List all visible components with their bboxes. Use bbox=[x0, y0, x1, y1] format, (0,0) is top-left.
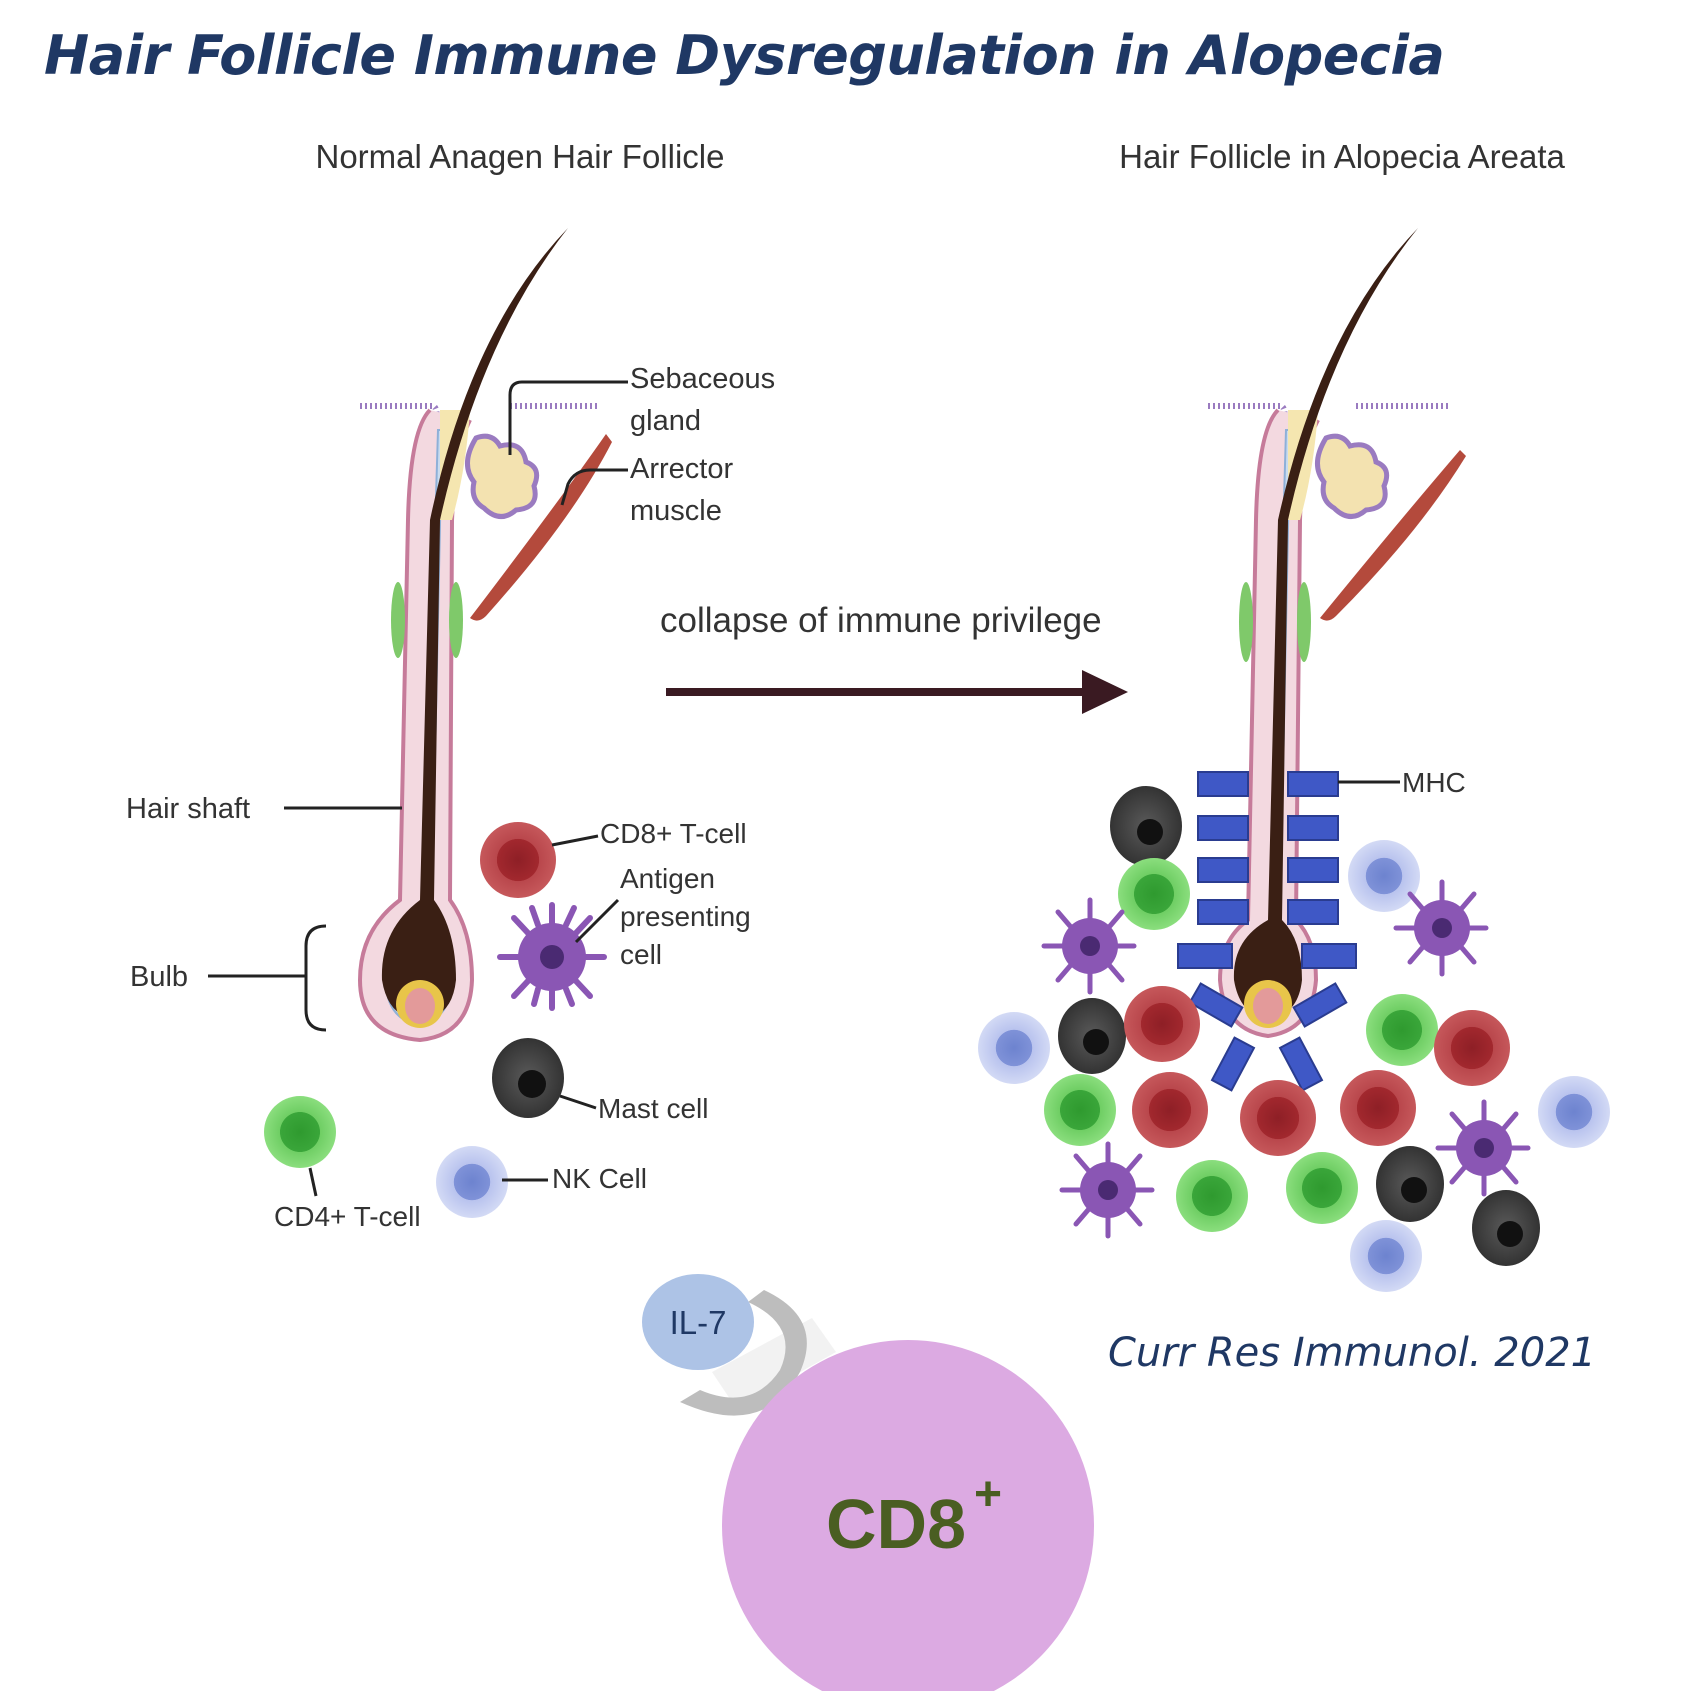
nk-cell-icon bbox=[436, 1146, 508, 1218]
il7-cd8-graphic: IL-7 CD8 + bbox=[642, 1274, 1094, 1691]
cell-legend: CD8+ T-cell Antigen presenting cell Mast… bbox=[264, 818, 751, 1232]
right-panel-title: Hair Follicle in Alopecia Areata bbox=[1119, 138, 1565, 175]
arrector-label-1: Arrector bbox=[630, 453, 733, 485]
alopecia-hair-follicle bbox=[1208, 228, 1466, 1039]
nk-cell-label: NK Cell bbox=[552, 1163, 647, 1194]
apc-label-2: presenting bbox=[620, 901, 751, 932]
il7-ligand-icon bbox=[642, 1274, 754, 1370]
sebaceous-label-2: gland bbox=[630, 405, 701, 437]
cd8-label: CD8 bbox=[826, 1485, 966, 1563]
cd8-tcell-label: CD8+ T-cell bbox=[600, 818, 747, 849]
hair-shaft-label: Hair shaft bbox=[126, 793, 250, 825]
cd8-tcell-icon bbox=[480, 822, 556, 898]
arrector-label-2: muscle bbox=[630, 495, 722, 527]
bulb-label: Bulb bbox=[130, 961, 188, 993]
figure-title: Hair Follicle Immune Dysregulation in Al… bbox=[44, 24, 1445, 87]
cd8-superscript: + bbox=[974, 1468, 1002, 1521]
apc-label-3: cell bbox=[620, 939, 662, 970]
cd4-tcell-label: CD4+ T-cell bbox=[274, 1201, 421, 1232]
cd4-tcell-icon bbox=[264, 1096, 336, 1168]
sebaceous-label-1: Sebaceous bbox=[630, 363, 775, 395]
immune-infiltrate bbox=[978, 786, 1610, 1292]
apc-label-1: Antigen bbox=[620, 863, 715, 894]
il7-label: IL-7 bbox=[670, 1304, 727, 1341]
left-annotations: Sebaceous gland Arrector muscle Hair sha… bbox=[126, 363, 775, 1032]
left-panel-title: Normal Anagen Hair Follicle bbox=[315, 138, 724, 175]
transition-arrow: collapse of immune privilege bbox=[660, 601, 1128, 714]
apc-icon bbox=[497, 902, 607, 1011]
normal-hair-follicle bbox=[357, 228, 612, 1043]
citation: Curr Res Immunol. 2021 bbox=[1108, 1330, 1597, 1376]
arrow-label: collapse of immune privilege bbox=[660, 601, 1102, 640]
mast-cell-label: Mast cell bbox=[598, 1093, 708, 1124]
cd8-cell-icon bbox=[722, 1340, 1094, 1691]
mhc-molecules bbox=[1177, 771, 1357, 1092]
mhc-label: MHC bbox=[1402, 767, 1466, 798]
